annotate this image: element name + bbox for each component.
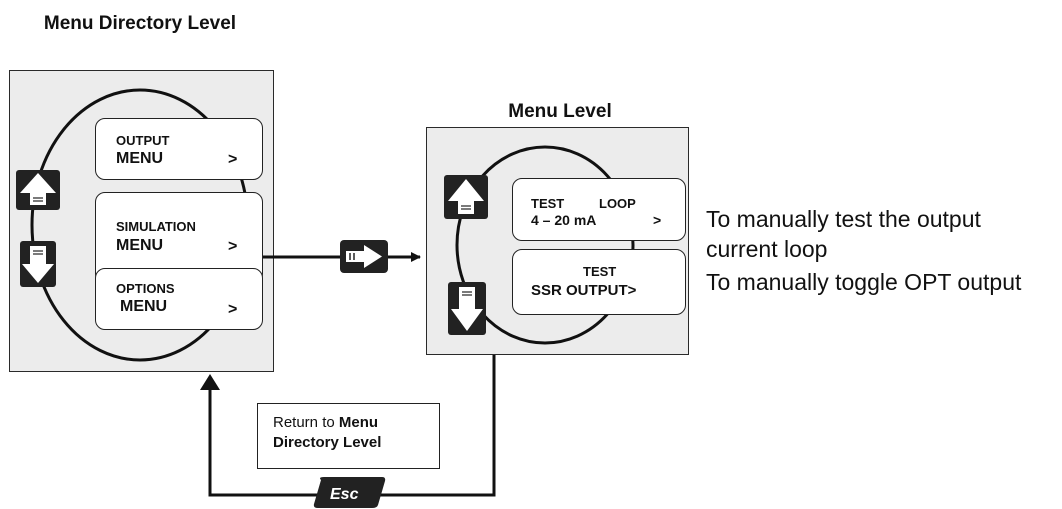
chevron-right-icon: > [228, 301, 238, 318]
return-bold-menu: Menu [338, 414, 379, 431]
esc-key-label: Esc [330, 486, 359, 503]
down-arrow-key-icon[interactable] [20, 241, 56, 287]
output-menu-line2: MENU [116, 150, 164, 167]
return-prefix: Return to [273, 414, 339, 431]
output-menu-line1: OUTPUT [116, 133, 170, 148]
test-loop-line1b: LOOP [599, 196, 636, 211]
menu-level-down-arrow-key-icon[interactable] [448, 282, 486, 335]
chevron-right-icon: > [228, 151, 238, 168]
output-menu-item[interactable]: OUTPUT MENU > [95, 118, 263, 180]
test-loop-line1a: TEST [531, 196, 565, 211]
description-ssr-output: To manually toggle OPT output [706, 269, 1022, 295]
enter-key-icon[interactable] [340, 240, 388, 273]
test-loop-line2: 4 – 20 mA [531, 212, 597, 228]
up-arrow-key-icon[interactable] [16, 170, 60, 210]
simulation-menu-line1: SIMULATION [116, 219, 196, 234]
options-menu-line2: MENU [120, 298, 168, 315]
description-test-loop: To manually test the output current loop [706, 206, 981, 262]
menu-level-up-arrow-key-icon[interactable] [444, 175, 488, 219]
test-ssr-line1: TEST [583, 264, 617, 279]
test-ssr-line2: SSR OUTPUT> [531, 282, 637, 299]
test-ssr-output-item[interactable]: TEST SSR OUTPUT> [512, 249, 686, 315]
return-arrowhead [200, 374, 220, 390]
chevron-right-icon: > [228, 238, 238, 255]
return-to-directory-box: Return to Menu Directory Level [257, 403, 440, 469]
esc-key-icon[interactable]: Esc [313, 477, 386, 508]
chevron-right-icon: > [653, 212, 662, 228]
options-menu-item[interactable]: OPTIONS MENU > [95, 268, 263, 330]
options-menu-line1: OPTIONS [116, 281, 175, 296]
menu-level-loop-ellipse [455, 145, 635, 345]
heading-menu-level: Menu Level [508, 101, 612, 122]
return-bold-directory-level: Directory Level [273, 434, 382, 451]
heading-menu-directory-level: Menu Directory Level [43, 13, 237, 34]
test-loop-item[interactable]: TEST LOOP 4 – 20 mA > [512, 178, 686, 241]
simulation-menu-line2: MENU [116, 237, 164, 254]
